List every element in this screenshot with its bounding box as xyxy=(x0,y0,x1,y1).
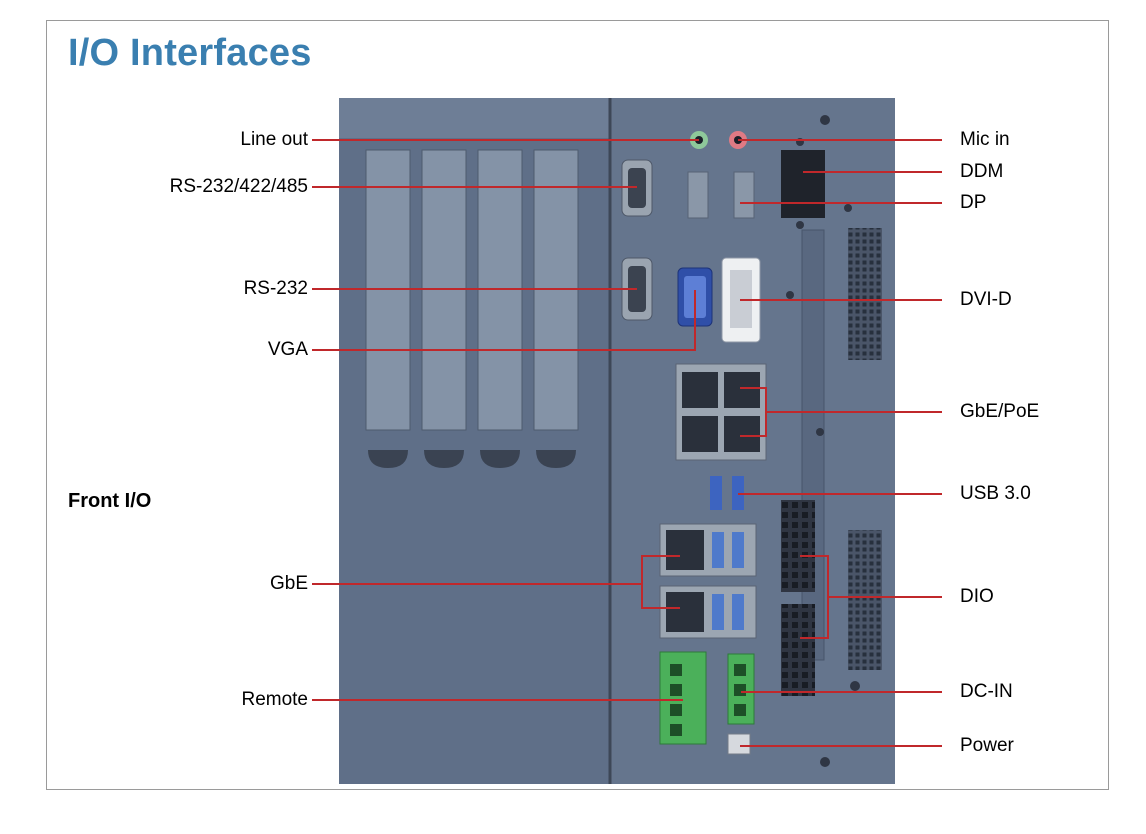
dio-connector xyxy=(781,604,815,696)
label-dio: DIO xyxy=(960,586,994,607)
label-gbe: GbE xyxy=(269,573,308,594)
front-io-subtitle: Front I/O xyxy=(68,490,152,512)
gbe-poe-ports xyxy=(675,363,767,461)
label-rs232: RS-232 xyxy=(243,278,308,299)
label-power: Power xyxy=(960,735,1014,756)
label-mic-in: Mic in xyxy=(960,129,1010,150)
dio-connector xyxy=(781,500,815,592)
label-dvi-d: DVI-D xyxy=(960,289,1012,310)
ddm-module xyxy=(781,150,825,218)
label-dp: DP xyxy=(960,192,987,213)
vent-grille xyxy=(848,530,882,670)
power-button xyxy=(727,733,751,755)
vent-grille xyxy=(848,228,882,360)
leader-lines xyxy=(312,139,942,747)
label-ddm: DDM xyxy=(960,161,1004,182)
label-remote: Remote xyxy=(241,689,308,710)
usb3-port xyxy=(710,476,722,510)
label-gbe-poe: GbE/PoE xyxy=(960,401,1040,422)
label-usb3: USB 3.0 xyxy=(960,483,1031,504)
gbe-ports xyxy=(659,523,757,639)
label-rs232-422-485: RS-232/422/485 xyxy=(169,176,308,197)
label-vga: VGA xyxy=(267,339,308,360)
page-title: I/O Interfaces xyxy=(68,32,312,74)
label-dc-in: DC-IN xyxy=(960,681,1013,702)
label-line-out: Line out xyxy=(240,129,308,150)
remote-terminal xyxy=(659,651,707,745)
